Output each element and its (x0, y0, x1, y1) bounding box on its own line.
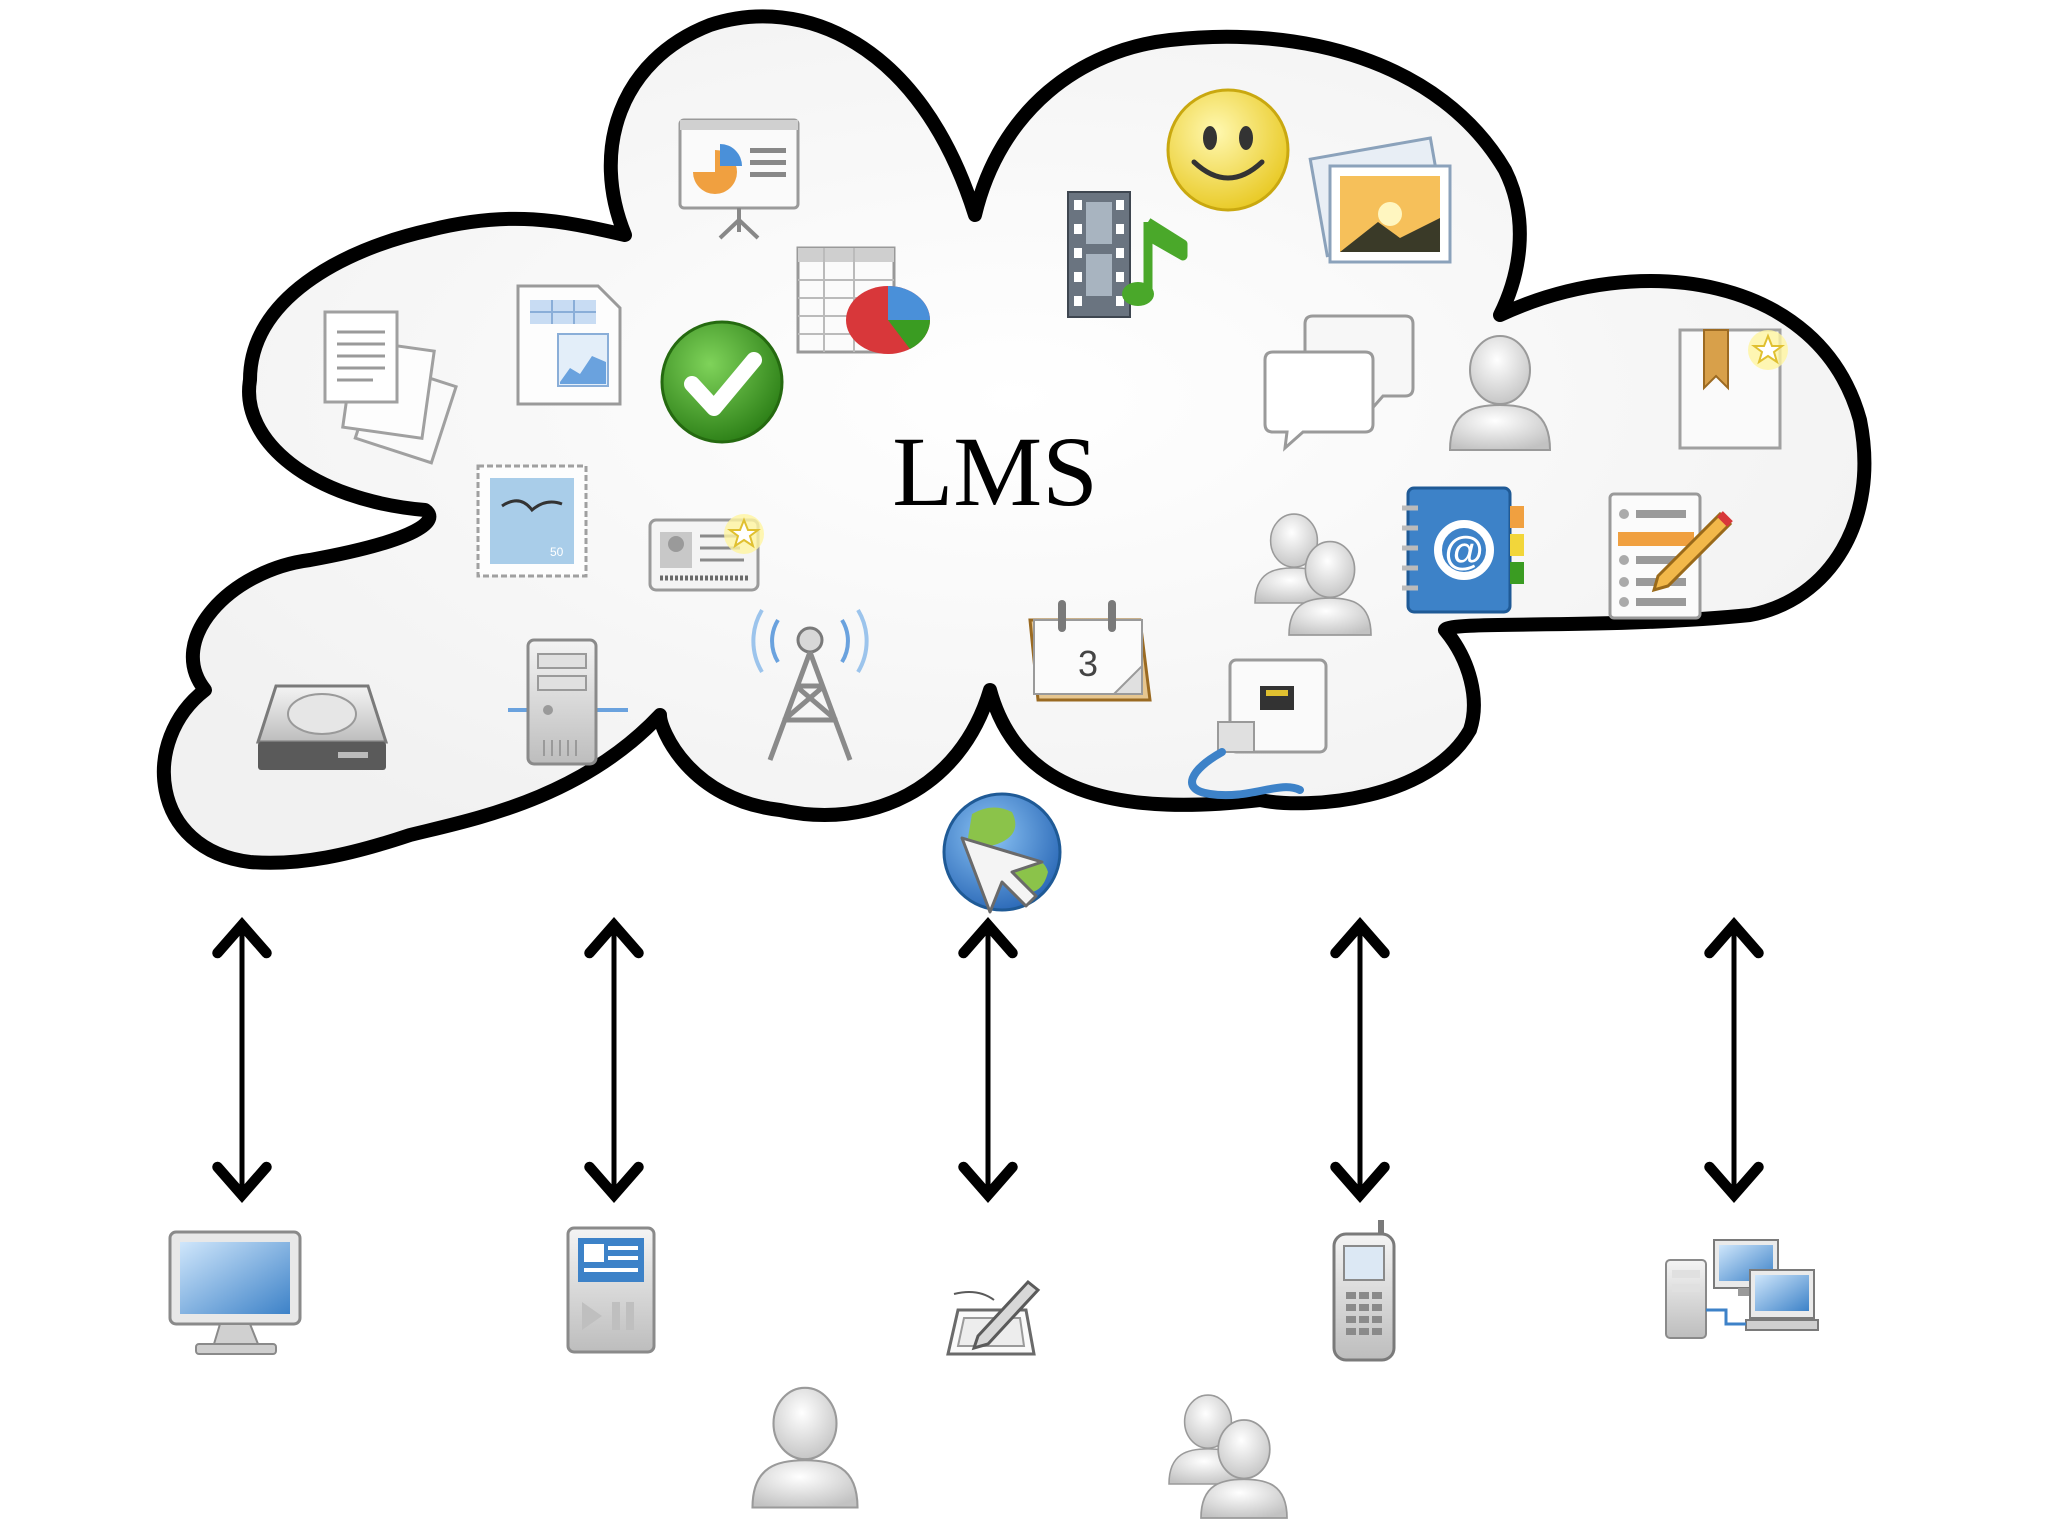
svg-text:50: 50 (550, 545, 564, 559)
network-cable-icon (1188, 658, 1328, 800)
stamp-image-icon: 50 (476, 464, 588, 578)
calendar-icon: 3 (1028, 600, 1152, 702)
antenna-tower-icon (751, 608, 869, 761)
drawing-tablet-icon (946, 1279, 1041, 1356)
media-player-icon (566, 1226, 656, 1354)
spreadsheet-chart-icon (796, 246, 930, 354)
group-users-icon (1168, 1394, 1288, 1519)
hard-drive-icon (255, 684, 389, 770)
networked-computers-icon (1665, 1239, 1819, 1339)
smiley-icon (1166, 88, 1290, 212)
checkmark-icon (660, 320, 784, 444)
address-book-icon: @ (1402, 486, 1524, 614)
spreadsheet-document-icon (516, 284, 622, 406)
image-gallery-icon (1308, 136, 1452, 264)
server-tower-icon (508, 638, 628, 766)
film-music-icon (1067, 191, 1188, 318)
id-card-icon (648, 514, 764, 592)
documents-icon (323, 310, 458, 465)
presentation-icon (678, 118, 800, 240)
globe-cursor-icon (942, 792, 1062, 914)
user-icon (751, 1386, 859, 1509)
lms-title: LMS (892, 416, 1098, 527)
task-list-edit-icon (1608, 492, 1733, 620)
svg-text:3: 3 (1078, 643, 1098, 684)
bookmark-document-icon (1678, 328, 1788, 450)
desktop-monitor-icon (168, 1230, 302, 1355)
chat-bubbles-icon (1263, 314, 1415, 452)
svg-text:@: @ (1444, 529, 1483, 573)
mobile-phone-icon (1332, 1220, 1396, 1362)
